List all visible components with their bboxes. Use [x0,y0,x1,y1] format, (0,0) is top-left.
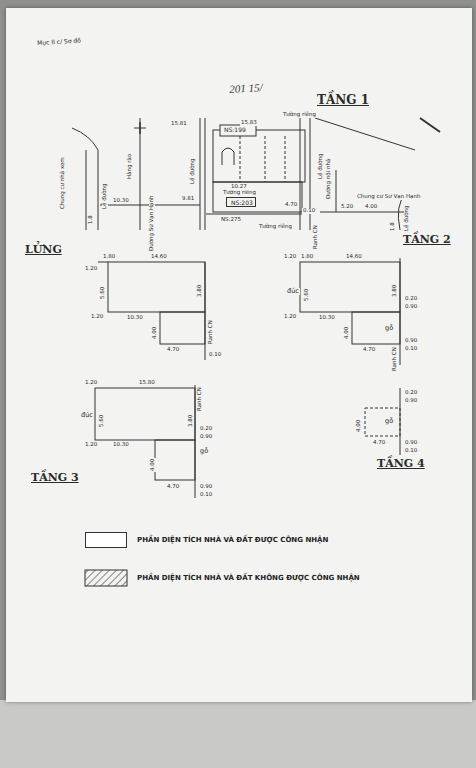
plan-label: 0.10 [208,352,222,358]
plan-label: 4.00 [150,458,156,472]
plan-label: 14.60 [345,254,363,260]
plan-label: 4.00 [364,204,378,210]
plan-label: 0.20 [199,426,213,432]
legend-swatch [85,532,127,548]
plan-label: 4.00 [344,326,350,340]
plan-label: 14.60 [150,254,168,260]
plan-label: 4.70 [166,484,180,490]
plan-label: 0.90 [199,484,213,490]
plan-label: 4.70 [284,202,298,208]
plan-label: 3.80 [197,284,203,298]
plan-label: 9.81 [181,196,195,202]
lot-box: NS:203 [226,197,256,207]
plan-label: Chung cư Sư Vạn Hạnh [356,194,421,200]
plan-label: gỗ [199,448,209,455]
plan-label: Tường riêng [282,112,317,118]
plan-label: Ranh CN [197,386,203,412]
plan-label: Hàng rào [127,153,133,180]
plan-label: 1.20 [90,314,104,320]
floor-title: TẦNG 3 [30,472,80,483]
legend-text: PHẦN DIỆN TÍCH NHÀ VÀ ĐẤT KHÔNG ĐƯỢC CÔN… [137,575,360,582]
plan-label: 10.30 [126,315,144,321]
plan-label: Đường Sư Vạn Hạnh [149,195,155,252]
plan-label: Ranh CN [313,224,319,250]
plan-label: Tường riêng [258,224,293,230]
plan-label: 10.30 [112,198,130,204]
legend-text: PHẦN DIỆN TÍCH NHÀ VÀ ĐẤT ĐƯỢC CÔNG NHẬN [137,537,328,544]
plan-label: Chung cư nhà xem [60,156,66,210]
plan-label: 0.90 [404,440,418,446]
plan-label: đúc [286,288,300,295]
plan-label: 4.70 [372,440,386,446]
plan-label: gỗ [384,325,394,332]
plan-label: Đường nội nhà [326,158,332,200]
plan-label: 0.10 [199,492,213,498]
plan-label: 1.20 [84,266,98,272]
plan-label: 5.60 [100,286,106,300]
floor-title: LỬNG [24,244,63,255]
plan-label: NS:275 [220,217,242,223]
plan-label: 0.20 [404,296,418,302]
plan-label: 0.10 [404,448,418,454]
plan-label: 0.10 [404,346,418,352]
plan-label: 15.81 [170,121,188,127]
plan-label: Lề đường [102,182,108,210]
plan-label: đúc [80,412,94,419]
plan-label: 10.27 [230,184,248,190]
plan-label: 10.30 [112,442,130,448]
plan-label: 0.90 [404,338,418,344]
plan-label: 4.00 [152,326,158,340]
floor-title: TẦNG 4 [376,458,426,469]
plan-label: 10.30 [318,315,336,321]
plan-label: Ranh CN [208,319,214,345]
plan-label: 4.70 [166,347,180,353]
plan-label: 3.80 [188,414,194,428]
plan-label: 5.60 [99,414,105,428]
plan-label: 1.20 [283,254,297,260]
plan-label: 5.60 [304,288,310,302]
plan-label: 0.10 [302,208,316,214]
paper-sheet [6,8,472,702]
plan-label: Lề đường [190,157,196,185]
plan-label: 0.90 [404,304,418,310]
plan-label: 1.20 [84,442,98,448]
plan-label: Lề đường [318,152,324,180]
plan-label: 0.20 [404,390,418,396]
floor-title: TẦNG 1 [316,94,370,106]
plan-label: 1.8 [390,221,396,232]
handwritten-note: 201 15/ [228,82,264,95]
plan-label: 1.80 [300,254,314,260]
plan-label: 1.80 [102,254,116,260]
plan-label: 5.20 [340,204,354,210]
plan-label: NS:199 [223,127,247,133]
plan-label: Lề đường [404,204,410,232]
lot-number: NS:203 [231,200,251,206]
plan-label: 4.70 [362,347,376,353]
plan-label: 1.20 [84,380,98,386]
plan-label: 0.90 [404,398,418,404]
floor-ground [0,700,476,768]
plan-label: 0.90 [199,434,213,440]
plan-label: 15.80 [138,380,156,386]
plan-label: Ranh CN [392,346,398,372]
plan-label: 1.20 [283,314,297,320]
plan-label: Tường riêng [222,190,257,196]
floor-title: TẦNG 2 [402,234,452,245]
plan-label: gỗ [384,418,394,425]
plan-label: 1.8 [88,214,94,225]
hatched-swatch [85,570,127,586]
plan-label: 15.83 [240,120,258,126]
plan-label: 4.00 [356,419,362,433]
plan-label: 3.80 [392,284,398,298]
